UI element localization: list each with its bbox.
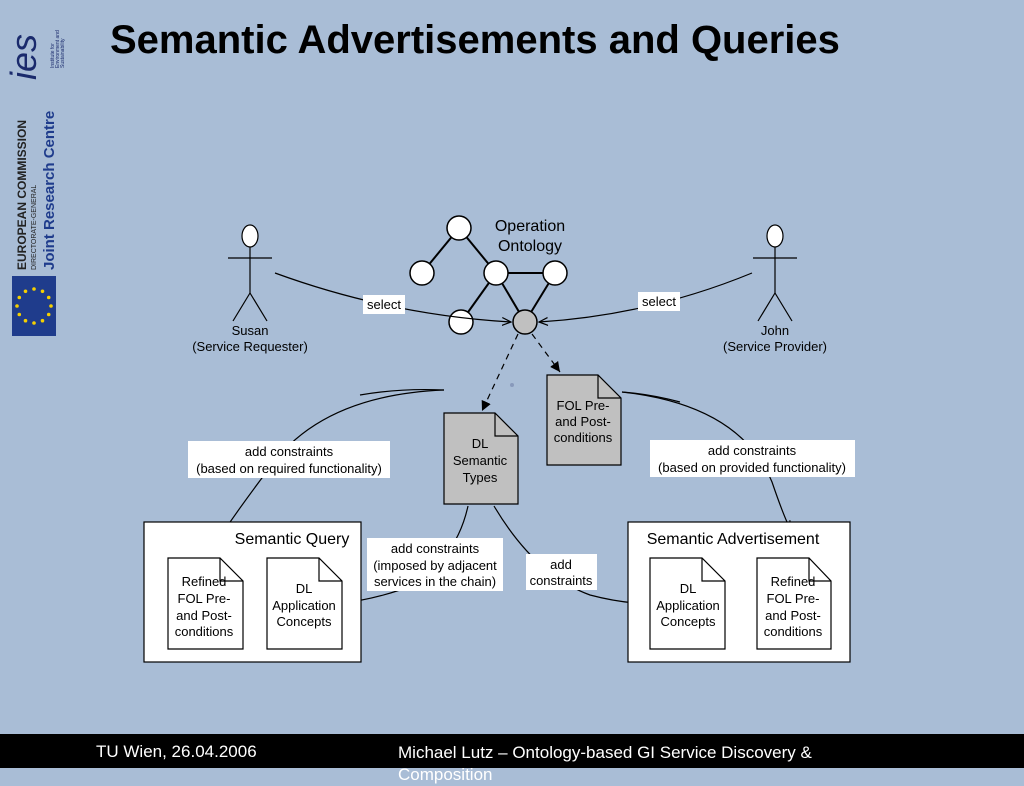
fol-doc-line3: conditions: [554, 430, 613, 445]
constraint-adjacent-box: [367, 538, 503, 591]
fol-doc-line1: FOL Pre-: [557, 398, 610, 413]
eu-star-icon: [32, 321, 36, 325]
semantic-query-title: Semantic Query: [235, 531, 350, 548]
slide-title: Semantic Advertisements and Queries: [110, 18, 840, 62]
eu-star-icon: [17, 295, 22, 300]
query-doc2-line3: Concepts: [277, 614, 332, 629]
constraint-adjacent-1: add constraints: [391, 541, 480, 556]
fol-doc-line2: and Post-: [555, 414, 611, 429]
semantic-advertisement-title: Semantic Advertisement: [647, 531, 820, 548]
constraint-simple-2: constraints: [530, 573, 593, 588]
constraint-provided-2: (based on provided functionality): [658, 460, 846, 475]
select-label-left: select: [367, 297, 401, 312]
footer-date: TU Wien, 26.04.2006: [96, 742, 257, 761]
query-doc1-line2: FOL Pre-: [178, 591, 231, 606]
john-actor-icon: [753, 224, 797, 322]
susan-actor-icon: [228, 224, 272, 322]
dot: [510, 383, 514, 387]
jrc-logo: EUROPEAN COMMISSION DIRECTORATE-GENERAL …: [12, 111, 58, 336]
eu-stars-icon: [15, 287, 53, 325]
eu-flag: [12, 276, 56, 336]
advert-doc2-line3: and Post-: [765, 608, 821, 623]
ies-caption-3: Sustainability: [60, 38, 66, 68]
select-label-right: select: [642, 294, 676, 309]
advert-doc2-line1: Refined: [771, 574, 816, 589]
ontology-node: [409, 260, 435, 286]
footer-bar: TU Wien, 26.04.2006 Michael Lutz – Ontol…: [0, 734, 1024, 784]
advert-doc1-line3: Concepts: [661, 614, 716, 629]
eu-star-icon: [17, 312, 22, 317]
ies-logo: ies Institute for Environment and Sustai…: [6, 30, 66, 80]
slide: ies Institute for Environment and Sustai…: [0, 18, 1024, 784]
john-name: John: [761, 323, 789, 338]
constraint-adjacent-2: (imposed by adjacent: [373, 558, 497, 573]
eu-star-icon: [23, 318, 28, 323]
footer-author: Michael Lutz – Ontology-based GI Service…: [398, 743, 812, 784]
operation-node: [512, 309, 538, 335]
select-label-right-box: [638, 292, 680, 311]
query-doc2-line2: Application: [272, 598, 336, 613]
eu-star-icon: [32, 287, 36, 291]
eu-star-icon: [40, 318, 45, 323]
ontology-node: [446, 215, 472, 241]
diagram: Operation Ontology Susan (Service Reques…: [143, 215, 855, 663]
arc-right-top: [621, 391, 681, 403]
ontology-node: [448, 309, 474, 335]
query-doc1-line4: conditions: [175, 624, 234, 639]
constraint-provided-1: add constraints: [708, 443, 797, 458]
jrc-text: Joint Research Centre: [41, 111, 58, 270]
eu-star-icon: [40, 289, 45, 294]
query-doc1-line3: and Post-: [176, 608, 232, 623]
ontology-label-1: Operation: [495, 218, 565, 235]
dashed-arrow-fol: [531, 333, 561, 373]
john-role: (Service Provider): [723, 339, 827, 354]
eu-star-icon: [23, 289, 28, 294]
dl-doc-line2: Semantic: [453, 453, 508, 468]
ontology-node: [483, 260, 509, 286]
susan-name: Susan: [232, 323, 269, 338]
eu-star-icon: [15, 304, 19, 308]
constraint-simple-box: [526, 554, 597, 590]
dashed-arrow-dl: [481, 333, 519, 412]
arc-left-top: [359, 388, 445, 396]
advert-doc2-line4: conditions: [764, 624, 823, 639]
ies-caption-2: Environment and: [55, 30, 61, 68]
constraint-required-2: (based on required functionality): [196, 461, 382, 476]
advert-doc1-line1: DL: [680, 581, 697, 596]
eu-star-icon: [49, 304, 53, 308]
constraint-provided-box: [650, 440, 855, 477]
eu-star-icon: [46, 312, 51, 317]
advert-doc2-line2: FOL Pre-: [767, 591, 820, 606]
eu-star-icon: [46, 295, 51, 300]
query-doc1-line1: Refined: [182, 574, 227, 589]
constraint-simple-1: add: [550, 557, 572, 572]
dl-doc-line1: DL: [472, 436, 489, 451]
ontology-node: [542, 260, 568, 286]
query-doc2-line1: DL: [296, 581, 313, 596]
ies-caption-1: Institute for: [50, 43, 56, 68]
constraint-required-1: add constraints: [245, 444, 334, 459]
dl-doc-line3: Types: [463, 470, 498, 485]
directorate-text: DIRECTORATE-GENERAL: [31, 185, 38, 270]
select-label-left-box: [363, 295, 405, 314]
ontology-label-2: Ontology: [498, 238, 562, 255]
constraint-required-box: [188, 441, 390, 478]
constraint-adjacent-3: services in the chain): [374, 574, 496, 589]
ies-logo-text: ies: [6, 34, 44, 80]
commission-text: EUROPEAN COMMISSION: [15, 120, 29, 270]
advert-doc1-line2: Application: [656, 598, 720, 613]
susan-role: (Service Requester): [192, 339, 308, 354]
